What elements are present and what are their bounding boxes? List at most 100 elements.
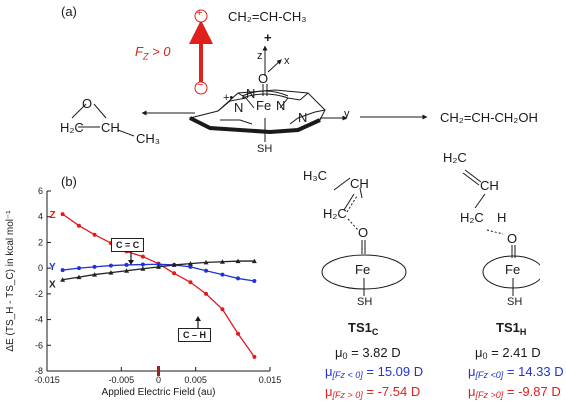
series-label-z: Z bbox=[50, 210, 56, 221]
ts1c-mu-positive-field: μ[Fz > 0] = -7.54 D bbox=[325, 384, 421, 400]
y-tick-label: 2 bbox=[38, 237, 43, 247]
ts1h-iron: Fe bbox=[505, 262, 521, 277]
chart-series bbox=[60, 212, 257, 359]
plus-sign: + bbox=[196, 7, 203, 19]
data-point-x bbox=[92, 272, 98, 277]
ts1h-sh: SH bbox=[507, 296, 523, 308]
field-arrow-graphic bbox=[189, 9, 213, 95]
oxo-atom: O bbox=[258, 71, 269, 86]
data-point-y bbox=[92, 264, 97, 269]
y-tick-label: 0 bbox=[38, 263, 43, 273]
x-tick-label: 0.005 bbox=[184, 375, 207, 385]
data-point-y bbox=[156, 262, 161, 267]
data-point-x bbox=[203, 259, 209, 265]
epoxide-ch3: CH₃ bbox=[136, 131, 161, 146]
ts1c-mu0: μ0 = 3.82 D bbox=[335, 345, 401, 361]
data-point-x bbox=[60, 277, 66, 282]
data-point-z bbox=[252, 354, 257, 359]
y-tick-label: 6 bbox=[38, 186, 43, 196]
nitrogen-front: N bbox=[298, 110, 308, 125]
x-tick-label: 0 bbox=[156, 375, 161, 385]
zero-field-marker bbox=[157, 366, 160, 376]
ts1c-h2c: H₂C bbox=[323, 206, 347, 221]
data-point-x bbox=[219, 259, 225, 264]
ts1h-structure-graphic bbox=[462, 169, 540, 296]
data-point-z bbox=[92, 232, 97, 237]
minus-sign: − bbox=[197, 79, 204, 91]
data-point-y bbox=[76, 266, 81, 271]
data-point-x bbox=[171, 262, 177, 267]
chart-axes bbox=[46, 190, 271, 376]
thiolate-sh: SH bbox=[257, 143, 273, 155]
data-point-y bbox=[236, 276, 241, 281]
data-point-z bbox=[140, 254, 145, 259]
data-point-x bbox=[187, 261, 193, 266]
data-point-y bbox=[60, 268, 65, 273]
epoxide-oxygen: O bbox=[82, 96, 93, 111]
data-point-y bbox=[252, 279, 257, 283]
axis-x-label: x bbox=[284, 55, 290, 67]
negative-pole-icon bbox=[194, 81, 208, 95]
data-point-z bbox=[172, 271, 177, 276]
y-tick-label: -6 bbox=[35, 340, 43, 350]
iron-atom: Fe bbox=[256, 98, 272, 113]
data-point-x bbox=[156, 264, 161, 269]
series-label-y: Y bbox=[49, 262, 56, 273]
x-axis-arrow bbox=[267, 59, 282, 73]
nitrogen-right: N bbox=[276, 98, 286, 113]
axis-z-label: z bbox=[257, 50, 263, 62]
x-tick-label: -0.005 bbox=[109, 375, 135, 385]
epoxide-h2c: H₂C bbox=[60, 120, 84, 135]
axis-y-label: y bbox=[344, 108, 350, 120]
data-point-z bbox=[236, 331, 241, 336]
ts1h-hydrogen: H bbox=[497, 210, 507, 225]
ts1h-oxygen: O bbox=[507, 231, 518, 246]
epoxide-graphic bbox=[71, 103, 195, 137]
data-point-x bbox=[235, 258, 241, 264]
ts1c-sh: SH bbox=[357, 296, 373, 308]
porphyrin-front-edge bbox=[189, 116, 321, 135]
data-point-x bbox=[140, 266, 146, 271]
data-point-y bbox=[108, 263, 113, 268]
y-tick-label: -4 bbox=[35, 315, 43, 325]
data-point-y bbox=[220, 272, 225, 277]
y-tick-label: -2 bbox=[35, 289, 43, 299]
ch-box-label: C – H bbox=[178, 328, 212, 342]
data-point-y bbox=[188, 264, 193, 269]
y-axis-title: ΔE (TS_H - TS_C) in kcal mol⁻¹ bbox=[5, 210, 16, 352]
radical-cation: +• bbox=[223, 92, 234, 104]
ts1c-iron: Fe bbox=[355, 262, 371, 277]
data-point-y bbox=[124, 262, 129, 267]
ts1c-mu-negative-field: μ[Fz < 0] = 15.09 D bbox=[325, 364, 424, 380]
cc-box-label: C = C bbox=[111, 238, 145, 252]
data-point-x bbox=[108, 270, 114, 275]
cc-box-arrow bbox=[128, 251, 134, 265]
data-point-z bbox=[76, 223, 81, 228]
ts1h-ch: CH bbox=[480, 178, 499, 193]
field-condition: FZ > 0 bbox=[135, 44, 171, 62]
ts1c-h3c: H₃C bbox=[303, 168, 328, 183]
x-axis-title: Applied Electric Field (au) bbox=[102, 387, 216, 398]
propene-formula: CH₂=CH-CH₃ bbox=[228, 9, 307, 24]
epoxide-ch: CH bbox=[101, 120, 120, 135]
ts1c-oxygen: O bbox=[358, 225, 369, 240]
y-tick-label: -8 bbox=[35, 366, 43, 376]
data-point-z bbox=[188, 280, 193, 285]
panel-b-label: (b) bbox=[61, 174, 77, 189]
nitrogen-left: N bbox=[234, 100, 244, 115]
data-point-z bbox=[60, 212, 65, 217]
plus-join: + bbox=[264, 30, 272, 45]
ts1h-label: TS1H bbox=[496, 320, 527, 337]
data-point-y bbox=[204, 268, 209, 273]
ts1c-label: TS1C bbox=[348, 320, 379, 337]
ts1h-mu-positive-field: μ[Fz >0] = -9.87 D bbox=[468, 384, 561, 400]
series-label-x: X bbox=[49, 280, 56, 291]
porphyrin-complex-graphic bbox=[188, 45, 348, 142]
data-point-x bbox=[124, 268, 130, 273]
positive-pole-icon bbox=[194, 9, 208, 23]
ts1h-mu0: μ0 = 2.41 D bbox=[475, 345, 541, 361]
data-point-x bbox=[251, 258, 257, 264]
panel-a-label: (a) bbox=[61, 4, 77, 19]
